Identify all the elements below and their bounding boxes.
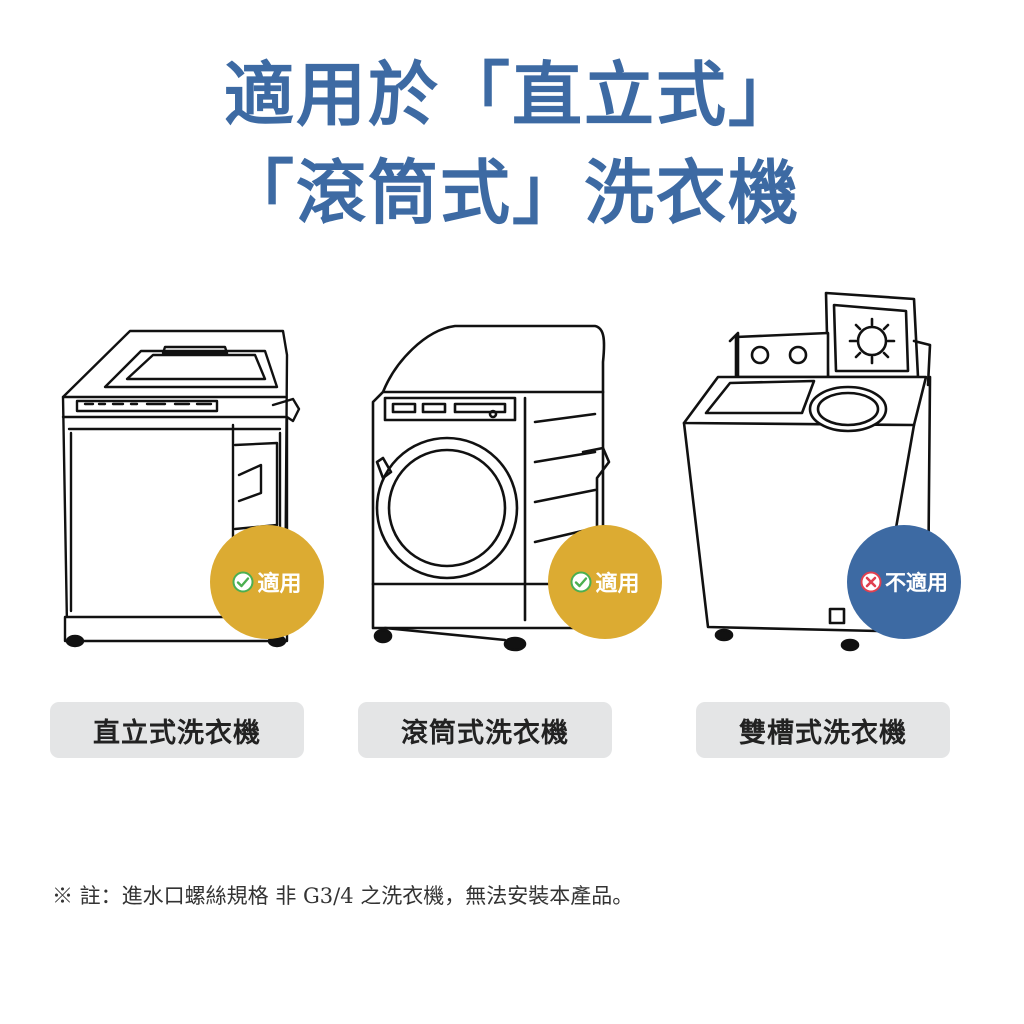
label-top-loading: 直立式洗衣機 bbox=[50, 702, 304, 758]
badge-label: 適用 bbox=[595, 572, 640, 597]
suitable-badge-top-loading: 適用 bbox=[210, 525, 324, 639]
badge-label: 不適用 bbox=[885, 571, 948, 595]
page-title-line-2: 「滾筒式」洗衣機 bbox=[224, 151, 800, 234]
footnote: ※ 註：進水口螺絲規格 非 G3/4 之洗衣機，無法安裝本產品。 bbox=[52, 884, 634, 908]
suitable-badge-front-loading: 適用 bbox=[548, 525, 662, 639]
badge-label: 適用 bbox=[257, 572, 302, 597]
check-circle-icon bbox=[570, 571, 592, 593]
twin-tub-washer-illustration bbox=[678, 285, 938, 655]
unsuitable-badge-twin-tub: 不適用 bbox=[847, 525, 961, 639]
cross-circle-icon bbox=[860, 571, 882, 593]
label-twin-tub: 雙槽式洗衣機 bbox=[696, 702, 950, 758]
check-circle-icon bbox=[232, 571, 254, 593]
front-loading-washer-illustration bbox=[365, 322, 620, 657]
label-front-loading: 滾筒式洗衣機 bbox=[358, 702, 612, 758]
page-title-line-1: 適用於「直立式」 bbox=[224, 53, 800, 136]
top-loading-washer-illustration bbox=[55, 325, 305, 655]
